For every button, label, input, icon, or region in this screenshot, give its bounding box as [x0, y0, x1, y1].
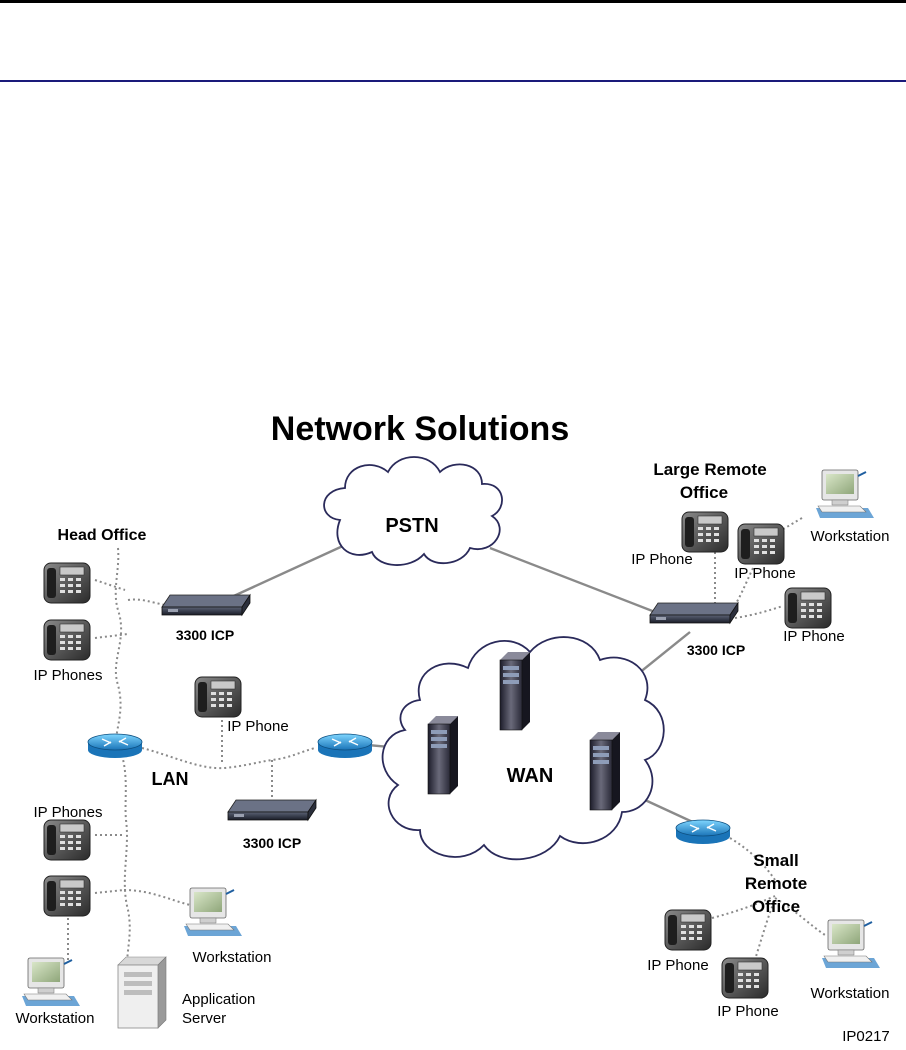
- wan-server-icon-1: [499, 651, 531, 731]
- small-remote-router-icon: [675, 819, 731, 845]
- lan-icp-label: 3300 ICP: [243, 835, 301, 851]
- small-remote-workstation-icon: [821, 919, 881, 969]
- small-remote-office-title-line3: Office: [752, 897, 800, 916]
- pstn-label: PSTN: [385, 515, 438, 537]
- large-remote-office-title-line2: Office: [680, 483, 728, 502]
- large-remote-icp-label: 3300 ICP: [687, 642, 745, 658]
- header-rule: [0, 80, 906, 82]
- wan-server-icon-2: [427, 715, 459, 795]
- application-server-label-line1: Application: [182, 991, 255, 1008]
- head-office-icp-icon: [161, 594, 251, 616]
- small-remote-phone-icon-1: [664, 909, 712, 951]
- head-office-phone-icon-4: [43, 875, 91, 917]
- head-office-phone-icon-2: [43, 619, 91, 661]
- large-remote-icp-icon: [649, 602, 739, 624]
- large-remote-workstation-icon: [815, 469, 875, 519]
- large-remote-phone-icon-2: [737, 523, 785, 565]
- diagram-title: Network Solutions: [271, 410, 569, 448]
- application-server-icon: [117, 956, 167, 1029]
- large-remote-office-title-line1: Large Remote: [653, 460, 766, 479]
- head-office-ip-phones-upper-label: IP Phones: [34, 667, 103, 684]
- top-rule: [0, 0, 906, 3]
- lan-icp-icon: [227, 799, 317, 821]
- head-office-phone-icon-1: [43, 562, 91, 604]
- head-office-router-icon: [87, 733, 143, 759]
- large-remote-ip-phone-2-label: IP Phone: [734, 565, 795, 582]
- head-office-phone-icon-3: [43, 819, 91, 861]
- large-remote-ip-phone-3-label: IP Phone: [783, 628, 844, 645]
- large-remote-phone-icon-3: [784, 587, 832, 629]
- wan-label: WAN: [507, 765, 554, 787]
- small-remote-office-title-line1: Small: [753, 851, 798, 870]
- head-office-workstation-left-label: Workstation: [16, 1010, 95, 1027]
- small-remote-phone-icon-2: [721, 957, 769, 999]
- lan-ip-phone-label: IP Phone: [227, 718, 288, 735]
- large-remote-ip-phone-1-label: IP Phone: [631, 551, 692, 568]
- large-remote-workstation-label: Workstation: [811, 528, 890, 545]
- pstn-cloud: PSTN: [323, 456, 503, 566]
- small-remote-office-title-line2: Remote: [745, 874, 807, 893]
- small-remote-ip-phone-1-label: IP Phone: [647, 957, 708, 974]
- head-office-workstation-icon-left: [21, 957, 81, 1007]
- head-office-title: Head Office: [58, 527, 147, 544]
- head-office-workstation-icon-right: [183, 887, 243, 937]
- head-office-ip-phones-lower-label: IP Phones: [34, 804, 103, 821]
- small-remote-workstation-label: Workstation: [811, 985, 890, 1002]
- application-server-label-line2: Server: [182, 1010, 226, 1027]
- lan-phone-icon: [194, 676, 242, 718]
- small-remote-ip-phone-2-label: IP Phone: [717, 1003, 778, 1020]
- head-office-icp-label: 3300 ICP: [176, 627, 234, 643]
- head-office-workstation-right-label: Workstation: [193, 949, 272, 966]
- lan-router-icon: [317, 733, 373, 759]
- figure-id: IP0217: [842, 1028, 890, 1045]
- large-remote-phone-icon-1: [681, 511, 729, 553]
- wan-server-icon-3: [589, 731, 621, 811]
- lan-label: LAN: [152, 769, 189, 789]
